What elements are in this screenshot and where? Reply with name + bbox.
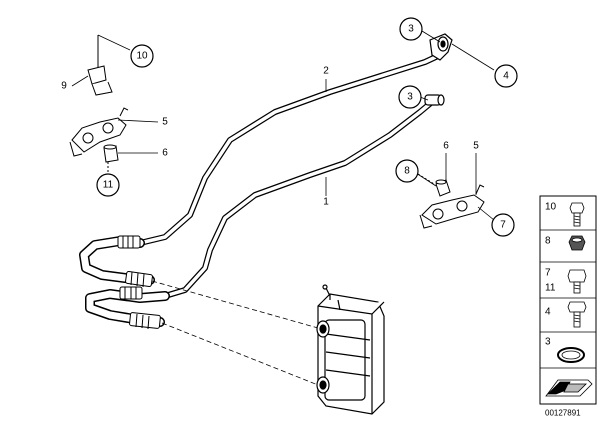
right-clip-group (417, 173, 485, 229)
nut-icon (568, 235, 586, 251)
svg-text:3: 3 (545, 337, 551, 348)
svg-text:8: 8 (545, 236, 551, 247)
legend-row-7-11: 7 11 (545, 268, 587, 294)
pipe-end-lower (424, 94, 445, 106)
callout-9: 9 (61, 81, 67, 92)
legend-row-scale (545, 379, 593, 397)
svg-text:6: 6 (162, 148, 168, 159)
callout-3-upper: 3 (399, 17, 423, 41)
callout-10: 10 (130, 44, 154, 68)
svg-text:1: 1 (323, 197, 329, 208)
legend-frame (539, 195, 597, 405)
assembly-leaders (151, 280, 319, 386)
hose-fittings (117, 235, 161, 330)
callout-2: 2 (323, 66, 329, 77)
svg-text:3: 3 (407, 92, 413, 103)
bolt-icon (567, 269, 587, 294)
document-id: 00127891 (545, 409, 581, 418)
svg-text:4: 4 (545, 307, 551, 318)
callout-5-left: 5 (162, 117, 168, 128)
legend-row-4: 4 (545, 301, 587, 328)
svg-text:9: 9 (61, 81, 67, 92)
pipe-2 (137, 52, 443, 246)
callout-4: 4 (494, 64, 518, 88)
callout-8: 8 (395, 159, 419, 183)
callout-5-right: 5 (473, 141, 479, 152)
callout-1: 1 (323, 197, 329, 208)
svg-text:3: 3 (408, 24, 414, 35)
svg-text:7: 7 (500, 220, 506, 231)
svg-text:10: 10 (136, 51, 148, 62)
callout-6-right: 6 (443, 141, 449, 152)
svg-text:7: 7 (545, 268, 551, 279)
legend-row-8: 8 (545, 235, 586, 251)
legend-row-10: 10 (545, 202, 585, 227)
oil-cooler (316, 284, 385, 415)
bolt-icon (567, 301, 587, 328)
callout-7: 7 (491, 213, 515, 237)
legend-row-3: 3 (545, 337, 585, 363)
callout-leaders (71, 30, 495, 221)
pipe-end-upper (429, 33, 453, 61)
callout-6-left: 6 (162, 148, 168, 159)
pipe-1 (162, 99, 435, 299)
svg-text:11: 11 (545, 283, 556, 294)
left-bracket-group (69, 35, 129, 176)
hose-upper (79, 236, 155, 285)
svg-text:11: 11 (103, 180, 114, 191)
svg-text:8: 8 (404, 166, 410, 177)
scale-bar-icon (545, 379, 593, 397)
svg-text:4: 4 (503, 71, 509, 82)
svg-text:10: 10 (545, 202, 557, 213)
svg-text:5: 5 (162, 117, 168, 128)
callout-11: 11 (96, 173, 120, 197)
callout-3-lower: 3 (398, 85, 422, 109)
seal-ring-icon (557, 347, 585, 363)
bolt-icon (569, 202, 585, 227)
svg-text:6: 6 (443, 141, 449, 152)
parts-legend: 10 8 7 11 4 (539, 195, 597, 405)
svg-text:2: 2 (323, 66, 329, 77)
svg-text:5: 5 (473, 141, 479, 152)
